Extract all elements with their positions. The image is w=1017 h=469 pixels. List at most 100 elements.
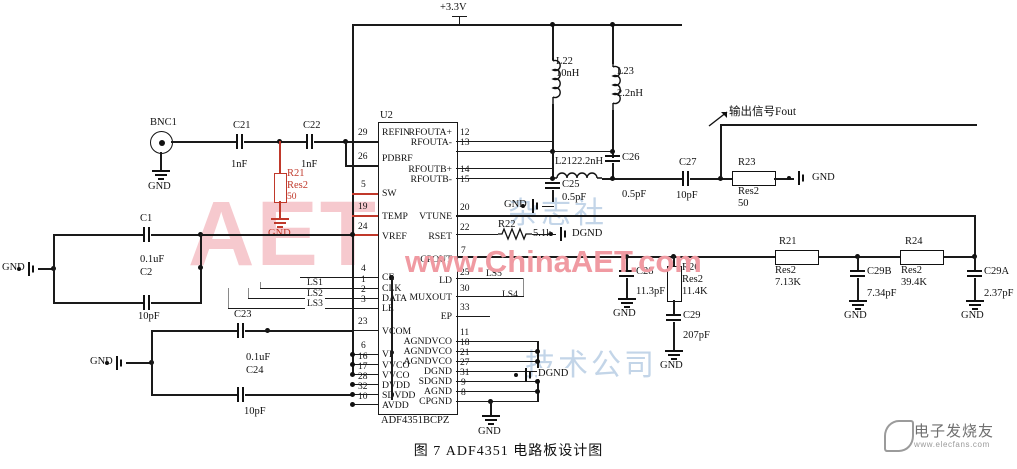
- wire-ls1-riser: [260, 282, 261, 288]
- ic-pin-num-22: 22: [460, 223, 470, 233]
- c1-refdes: C1: [140, 213, 153, 224]
- wire-l212-to-out: [602, 178, 682, 180]
- l212-label: L2122.2nH: [555, 156, 604, 167]
- r21in-value: 50: [287, 192, 297, 202]
- capacitor-c27: [682, 171, 690, 186]
- wire-rfouta-to-l23: [552, 151, 612, 152]
- ic-pin-num-20: 20: [460, 203, 470, 213]
- c24-refdes: C24: [246, 365, 264, 376]
- figure-caption: 图 7 ADF4351 电路板设计图: [413, 444, 604, 459]
- junction-vp: [350, 352, 355, 357]
- capacitor-c29b: [850, 270, 865, 278]
- ic-pin-name-vtune: VTUNE: [419, 211, 452, 222]
- ic-pin-name-vvco-2: VVCO: [382, 370, 410, 381]
- c29a-value: 2.37pF: [984, 288, 1014, 299]
- wire-r26-c29: [673, 300, 675, 314]
- wire-gndbus-to-gnd: [490, 401, 538, 402]
- wire-c29a-gnd: [974, 278, 976, 300]
- wire-c1-top-left: [53, 234, 143, 236]
- wire-pin24: [352, 234, 378, 236]
- bnc1-connector[interactable]: [150, 131, 173, 154]
- ic-pin-num-17: 17: [358, 362, 368, 372]
- r23-model: Res2: [738, 186, 759, 197]
- probe-arrow-icon: [708, 111, 728, 127]
- r22-refdes: R22: [498, 219, 516, 230]
- inductor-l212: [554, 172, 602, 179]
- junction-gndbus-21: [535, 359, 540, 364]
- r24-value: 39.4K: [901, 277, 927, 288]
- gnd-label-ic: GND: [478, 426, 501, 437]
- ic-pin-name-rfoutb-p: RFOUTB+: [408, 164, 452, 175]
- gnd-label-bnc: GND: [148, 181, 171, 192]
- ic-pin-name-muxout: MUXOUT: [409, 292, 452, 303]
- ic-pin-num-13: 13: [460, 138, 470, 148]
- wire-c23c24-left: [151, 330, 153, 396]
- r21in-refdes: R21: [287, 168, 305, 179]
- junction-gndbus-9: [535, 389, 540, 394]
- wire-bnc-gnd: [160, 152, 162, 170]
- gnd-label-c29: GND: [660, 360, 683, 371]
- dgnd-label-r22: DGND: [572, 228, 603, 239]
- resistor-r26: [667, 266, 682, 302]
- junction-vref: [350, 232, 355, 237]
- ic-pin-num-29: 29: [358, 128, 368, 138]
- wire-pin6: [352, 354, 378, 355]
- junction-vvco1: [350, 362, 355, 367]
- wire-pin4-ce: [300, 277, 378, 278]
- wire-ls3-riser: [228, 288, 229, 308]
- ic-pin-num-5: 5: [361, 180, 366, 190]
- ic-pin-num-10: 10: [358, 392, 368, 402]
- wire-r21in-gnd: [279, 201, 281, 218]
- c28-value: 11.3pF: [636, 286, 666, 297]
- output-signal-label: 输出信号Fout: [729, 106, 797, 118]
- wire-pin3-le: [228, 308, 378, 309]
- ic-pin-name-rfouta-p: RFOUTA+: [408, 127, 452, 138]
- wire-pin17: [352, 374, 378, 375]
- wire-pin11: [456, 341, 538, 342]
- ic-refdes: U2: [380, 110, 393, 121]
- wire-bnc-c21: [171, 141, 236, 143]
- wire-ce-bus-down: [391, 275, 393, 400]
- ic-part-number: ADF4351BCPZ: [381, 415, 450, 426]
- l23-value: 2.2nH: [617, 88, 643, 99]
- ic-pin-name-agndvco-2: AGNDVCO: [403, 346, 452, 357]
- wire-vcc-drop-left: [352, 24, 354, 376]
- resistor-r21-input: [274, 173, 287, 203]
- wire-vtune-right-drop: [974, 215, 976, 263]
- c23-refdes: C23: [234, 309, 252, 320]
- wire-c26-bottom: [612, 163, 614, 178]
- wire-pin33-ep: [456, 316, 490, 317]
- ic-pin-num-33: 33: [460, 303, 470, 313]
- wire-c29-gnd: [673, 322, 675, 350]
- ic-pin-name-rfoutb-n: RFOUTB-: [410, 174, 452, 185]
- ic-pin-num-18: 18: [460, 338, 470, 348]
- junction-gndbus-31: [535, 379, 540, 384]
- ic-pin-num-31: 31: [460, 368, 470, 378]
- wire-c2-bot-left: [53, 302, 143, 304]
- ic-pin-num-1: 1: [361, 275, 366, 285]
- c26-refdes: C26: [622, 152, 640, 163]
- site-logo: 电子发烧友 www.elecfans.com: [884, 418, 1014, 458]
- junction-vref-mid: [198, 265, 203, 270]
- junction-dvdd: [350, 382, 355, 387]
- wire-pin32: [352, 394, 378, 395]
- c29-refdes: C29: [683, 310, 701, 321]
- ic-pin-num-12: 12: [460, 128, 470, 138]
- junction-c26-out: [610, 176, 615, 181]
- logo-url-text: www.elecfans.com: [914, 440, 990, 449]
- r26-value: 11.4K: [682, 286, 708, 297]
- ic-pin-num-25: 25: [460, 268, 470, 278]
- junction-fout: [718, 176, 723, 181]
- c2-value: 10pF: [138, 311, 160, 322]
- resistor-r21-loop: [775, 250, 819, 265]
- wire-ic-gnd-drop: [490, 401, 492, 415]
- gnd-label-c1c2: GND: [2, 262, 25, 273]
- ic-pin-name-agndvco-3: AGNDVCO: [403, 356, 452, 367]
- wire-pin22: [456, 234, 498, 235]
- wire-pin12: [456, 141, 552, 142]
- ic-pin-num-24: 24: [358, 222, 368, 232]
- wire-pdbrf-drop: [345, 141, 347, 167]
- net-label-ls3: LS3: [305, 299, 325, 309]
- ic-pin-name-refin: REFIN: [382, 127, 410, 138]
